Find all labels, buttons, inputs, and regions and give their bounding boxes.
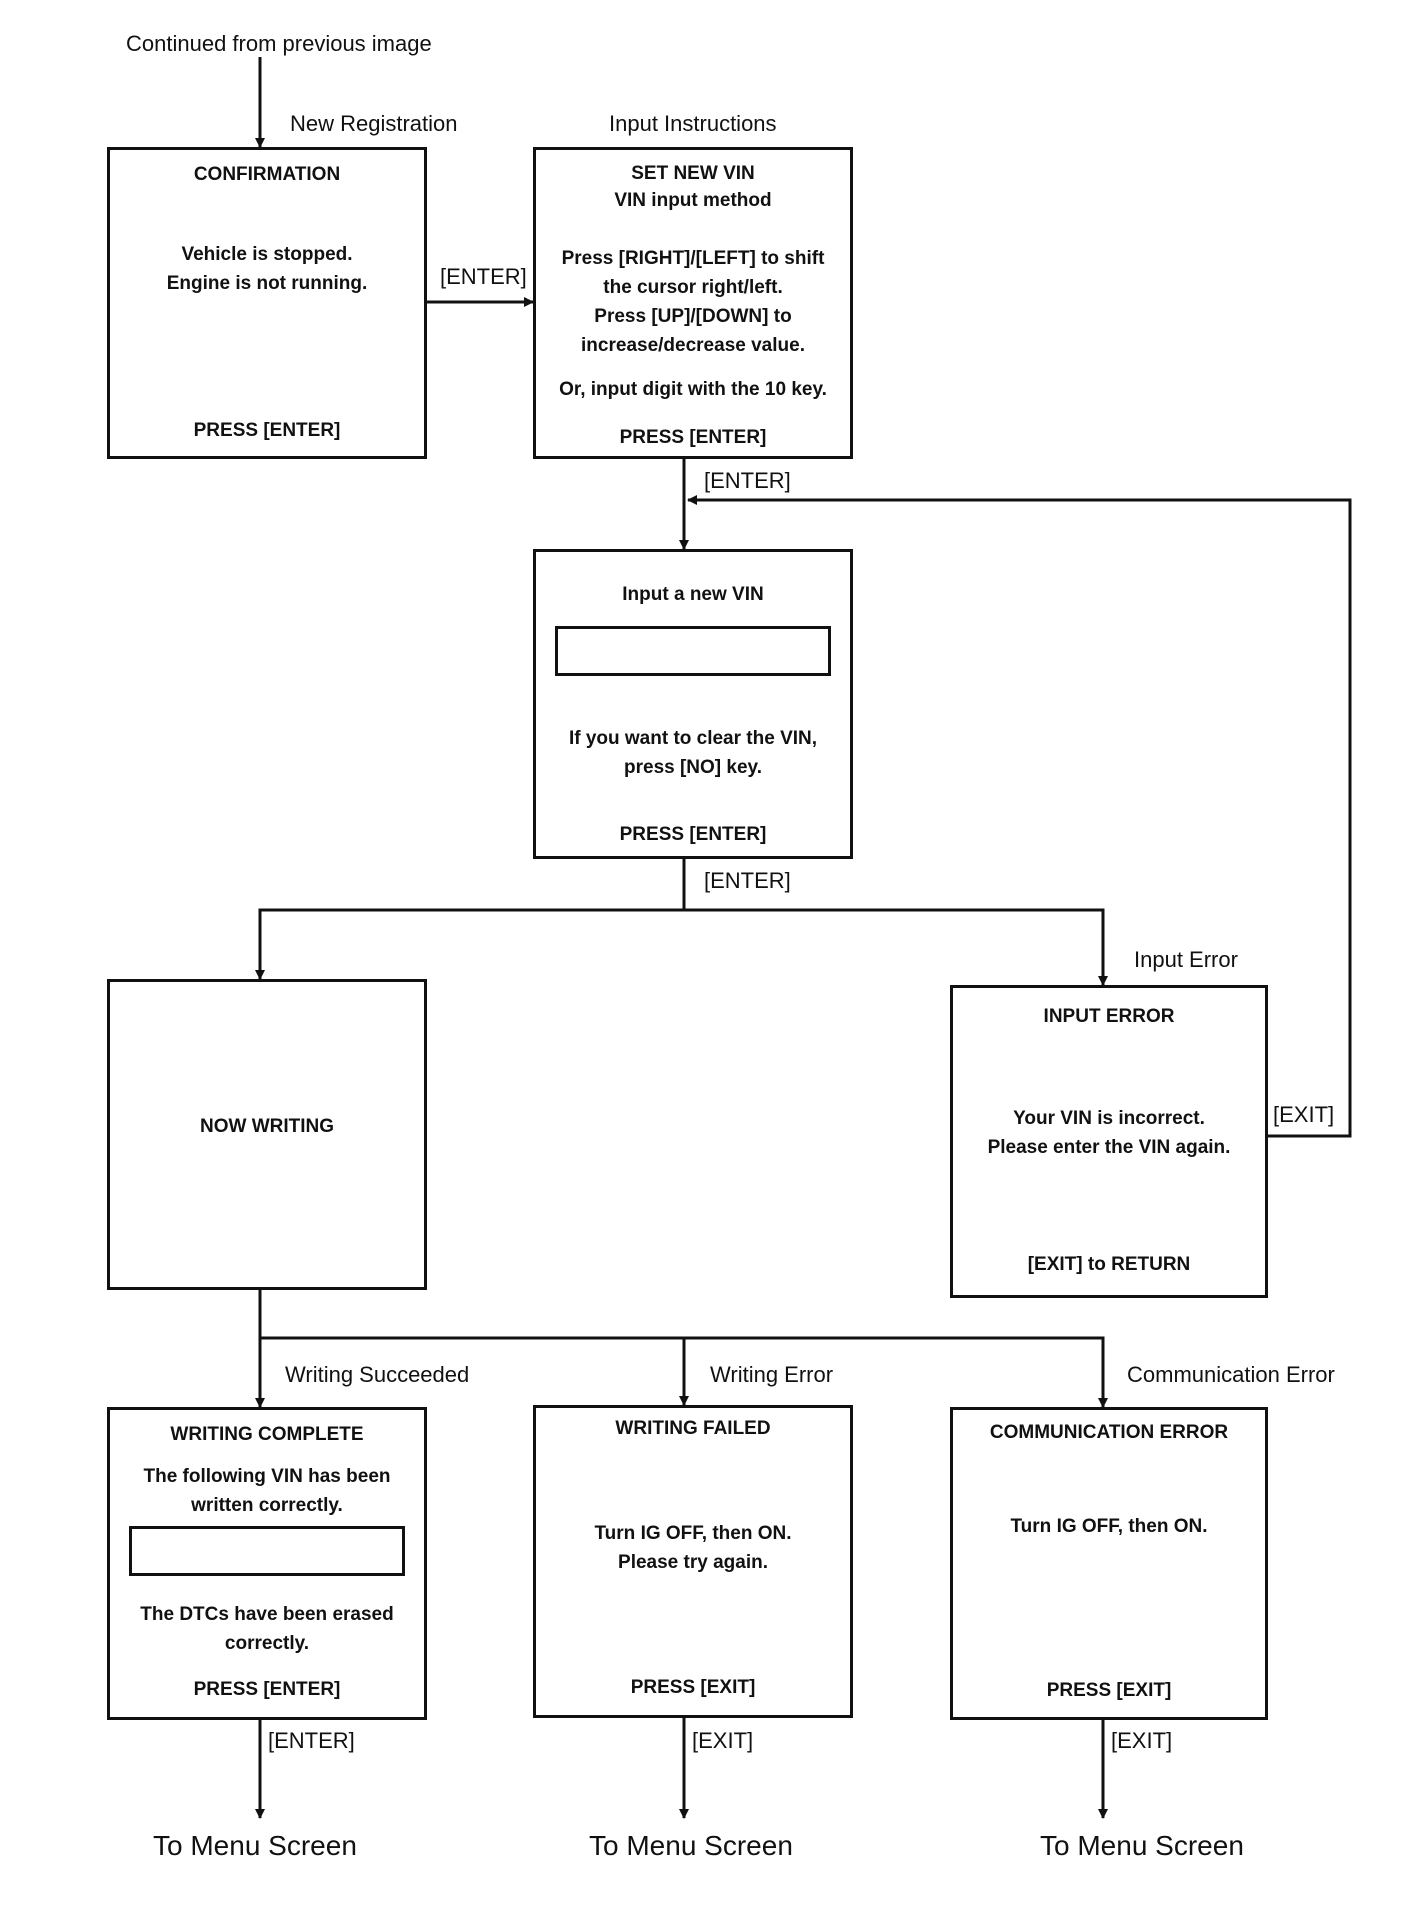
arrow-to-input-error [684, 908, 1108, 986]
writing-failed-screen: WRITING FAILED Turn IG OFF, then ON. Ple… [533, 1405, 853, 1718]
input-error-label: Input Error [1134, 947, 1238, 972]
to-menu-screen-2: To Menu Screen [589, 1830, 793, 1861]
confirmation-body: Vehicle is stopped. Engine is not runnin… [166, 244, 368, 294]
arrow-to-comm-error [258, 1288, 1108, 1408]
exit-label-3: [EXIT] [1111, 1728, 1173, 1753]
set-new-vin-10key-note: Or, input digit with the 10 key. [559, 379, 827, 400]
confirmation-footer: PRESS [ENTER] [193, 420, 341, 441]
writing-failed-body: Turn IG OFF, then ON. Please try again. [594, 1523, 792, 1573]
continued-label: Continued from previous image [126, 31, 432, 56]
confirmation-screen: CONFIRMATION Vehicle is stopped. Engine … [107, 147, 427, 459]
arrow-to-now-writing [255, 857, 686, 980]
input-vin-title: Input a new VIN [622, 584, 764, 605]
communication-error-body: Turn IG OFF, then ON. [1010, 1516, 1208, 1537]
exit-label-2: [EXIT] [692, 1728, 754, 1753]
enter-label-4: [ENTER] [268, 1728, 355, 1753]
input-instructions-label: Input Instructions [609, 111, 777, 136]
writing-succeeded-label: Writing Succeeded [285, 1362, 470, 1387]
set-new-vin-screen: SET NEW VIN VIN input method Press [RIGH… [533, 147, 853, 459]
communication-error-screen: COMMUNICATION ERROR Turn IG OFF, then ON… [950, 1407, 1268, 1720]
confirmation-title: CONFIRMATION [193, 164, 341, 185]
writing-complete-footer: PRESS [ENTER] [193, 1679, 341, 1700]
input-vin-footer: PRESS [ENTER] [619, 824, 767, 845]
set-new-vin-instructions: Press [RIGHT]/[LEFT] to shift the cursor… [561, 248, 825, 356]
now-writing-screen: NOW WRITING [107, 979, 427, 1290]
writing-complete-dtc-note: The DTCs have been erased correctly. [140, 1604, 394, 1654]
writing-error-label: Writing Error [710, 1362, 834, 1387]
exit-label-loop: [EXIT] [1273, 1102, 1335, 1127]
writing-failed-footer: PRESS [EXIT] [630, 1677, 756, 1698]
set-new-vin-title: SET NEW VIN VIN input method [614, 163, 772, 211]
communication-error-title: COMMUNICATION ERROR [989, 1422, 1229, 1443]
input-error-footer: [EXIT] to RETURN [1027, 1254, 1191, 1275]
to-menu-screen-3: To Menu Screen [1040, 1830, 1244, 1861]
writing-failed-title: WRITING FAILED [615, 1418, 771, 1439]
input-error-body: Your VIN is incorrect. Please enter the … [987, 1108, 1231, 1158]
input-vin-screen: Input a new VIN If you want to clear the… [533, 549, 853, 859]
communication-error-footer: PRESS [EXIT] [1046, 1680, 1172, 1701]
to-menu-screen-1: To Menu Screen [153, 1830, 357, 1861]
enter-label-1: [ENTER] [440, 264, 527, 289]
vin-input-field [555, 626, 831, 676]
new-registration-label: New Registration [290, 111, 458, 136]
set-new-vin-footer: PRESS [ENTER] [619, 427, 767, 448]
writing-complete-screen: WRITING COMPLETE The following VIN has b… [107, 1407, 427, 1720]
written-vin-field [129, 1526, 405, 1576]
input-error-title: INPUT ERROR [1043, 1006, 1175, 1027]
enter-label-3: [ENTER] [704, 868, 791, 893]
writing-complete-title: WRITING COMPLETE [170, 1424, 364, 1445]
writing-complete-body: The following VIN has been written corre… [143, 1466, 391, 1516]
arrow-exit-loop [687, 495, 1352, 1138]
now-writing-title: NOW WRITING [199, 1116, 335, 1137]
input-error-screen: INPUT ERROR Your VIN is incorrect. Pleas… [950, 985, 1268, 1298]
input-vin-clear-hint: If you want to clear the VIN, press [NO]… [568, 728, 818, 778]
enter-label-2: [ENTER] [704, 468, 791, 493]
communication-error-label: Communication Error [1127, 1362, 1335, 1387]
